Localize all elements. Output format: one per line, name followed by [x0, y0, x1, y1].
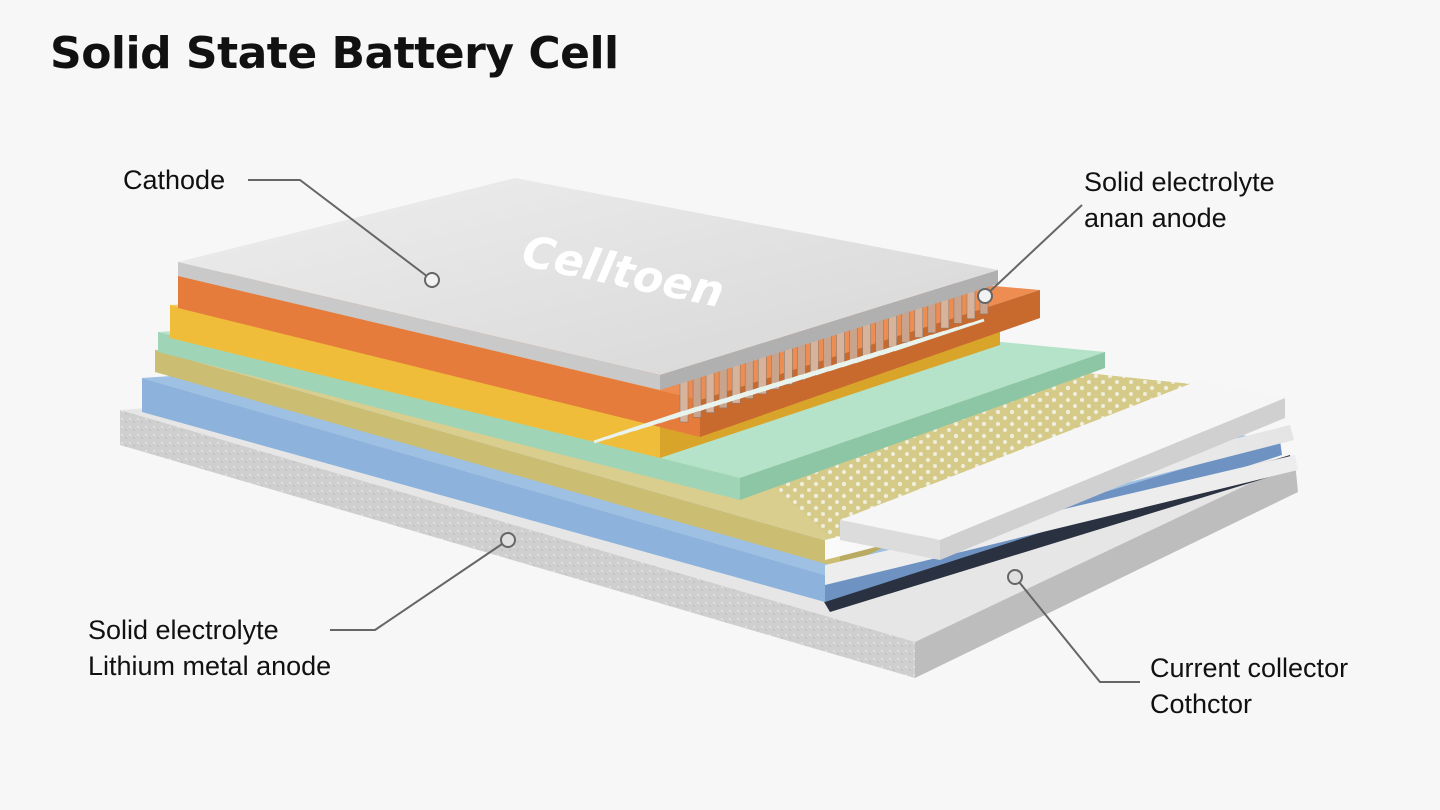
leader-bottom-left-dot [500, 532, 516, 548]
leader-cathode [248, 179, 433, 281]
leader-lines [248, 179, 1140, 683]
leader-top-right-dot [977, 288, 993, 304]
label-current-collector: Current collector Cothctor [1150, 653, 1349, 719]
electrode-tabs [593, 279, 989, 444]
label-solid-electrolyte-bottom: Solid electrolyte Lithium metal anode [88, 615, 332, 681]
leader-bottom-right-dot [1007, 569, 1023, 585]
page-title: Solid State Battery Cell [50, 28, 619, 79]
cathode-plate: Celltoen [178, 178, 998, 390]
tab-connector-line [893, 318, 985, 352]
leader-bottom-right [1014, 576, 1140, 683]
current-collector-sheets [825, 380, 1298, 585]
label-solid-electrolyte-top: Solid electrolyte anan anode [1084, 167, 1275, 233]
leader-cathode-dot [424, 272, 440, 288]
leader-top-right [984, 204, 1083, 297]
leader-bottom-left [330, 539, 509, 631]
label-cathode: Cathode [123, 165, 226, 195]
